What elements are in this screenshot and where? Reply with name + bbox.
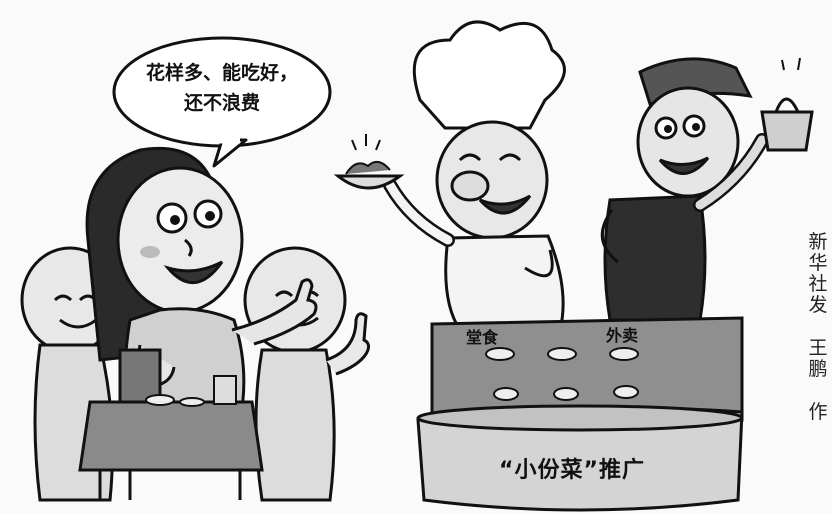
- chef-character: [383, 20, 566, 332]
- credit-char: 社: [808, 273, 828, 295]
- speech-bubble-text: 花样多、能吃好， 还不浪费: [128, 58, 316, 118]
- credit-char: 王: [808, 337, 828, 359]
- dish-icon: [333, 134, 405, 190]
- food-counter: [430, 316, 744, 422]
- takeaway-box-icon: [760, 57, 814, 152]
- credit-agency: 新 华 社 发: [806, 232, 830, 316]
- delivery-man-character: [600, 57, 769, 322]
- credit-author: 王 鹏: [806, 338, 830, 380]
- credit-char: 发: [808, 294, 828, 316]
- dining-table: [78, 348, 264, 500]
- credit-char: 华: [808, 252, 828, 274]
- counter-label-dine-in: 堂食: [466, 328, 499, 347]
- speech-line-2: 还不浪费: [183, 92, 260, 114]
- promotion-stage: [416, 404, 744, 512]
- credit-char: 作: [808, 401, 828, 423]
- credit-suffix: 作: [806, 402, 830, 423]
- counter-label-takeaway: 外卖: [606, 326, 639, 345]
- speech-bubble: [112, 36, 332, 168]
- credit-char: 新: [808, 231, 828, 253]
- credit-char: 鹏: [808, 358, 828, 380]
- stage-banner-text: “小份菜”推广: [499, 458, 645, 483]
- speech-line-1: 花样多、能吃好，: [145, 62, 298, 84]
